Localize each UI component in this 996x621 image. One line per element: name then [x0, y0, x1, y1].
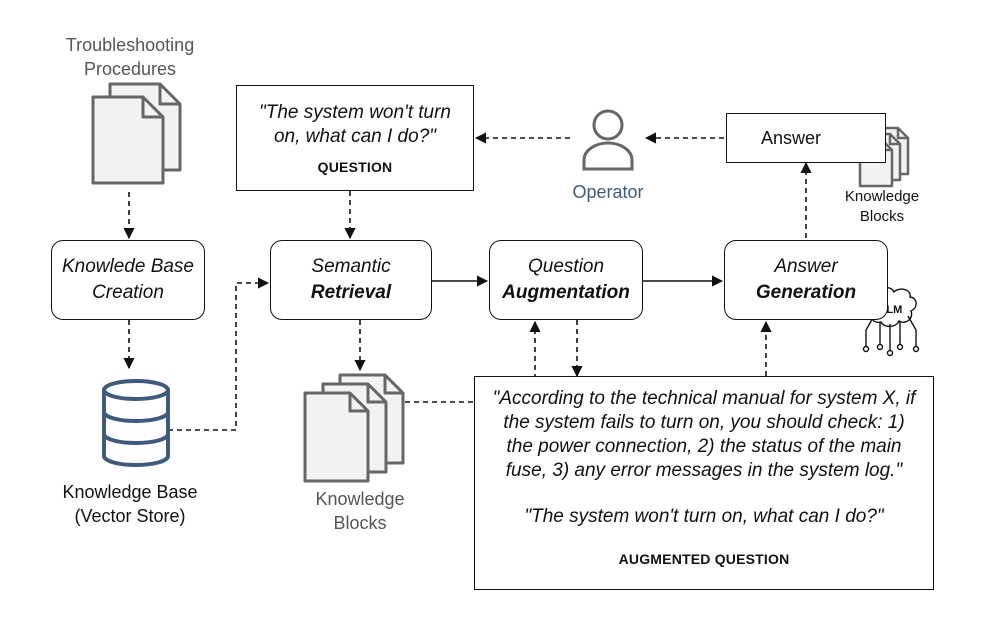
question-caption: QUESTION [317, 159, 393, 175]
semantic-retrieval-step: Semantic Retrieval [270, 240, 432, 320]
procedures-label: Troubleshooting Procedures [40, 33, 220, 81]
step-line: Semantic [311, 256, 391, 277]
knowledge-base-label-line: (Vector Store) [74, 506, 186, 526]
question-text-line: "The system won't turn [259, 102, 451, 123]
procedures-label-line: Procedures [83, 59, 177, 79]
answer-label: Answer [760, 127, 822, 148]
answer-blocks-label-line: Blocks [859, 208, 905, 225]
step-line: Augmentation [502, 282, 630, 303]
answer-generation-step: Answer Generation [724, 240, 888, 320]
question-box: "The system won't turn on, what can I do… [236, 85, 474, 191]
retrieved-knowledge-blocks-icon [303, 373, 405, 483]
augmented-context-line: the system fails to turn on, you should … [503, 412, 905, 433]
step-line: Question [527, 256, 605, 277]
augmented-context-line: "According to the technical manual for s… [492, 388, 916, 409]
answer-blocks-label: Knowledge Blocks [832, 187, 932, 227]
step-line: Answer [774, 256, 838, 277]
kb-creation-step: Knowlede Base Creation [51, 240, 205, 320]
retrieved-blocks-label: Knowledge Blocks [300, 487, 420, 535]
augmented-question-caption: AUGMENTED QUESTION [618, 551, 790, 567]
retrieved-blocks-label-line: Blocks [333, 513, 387, 533]
step-line: Retrieval [310, 282, 392, 303]
question-augmentation-step: Question Augmentation [489, 240, 643, 320]
knowledge-base-database-icon [102, 379, 170, 467]
step-line: Generation [755, 282, 857, 303]
augmented-question-box: "According to the technical manual for s… [474, 376, 934, 590]
answer-box: Answer [726, 113, 886, 163]
procedures-label-line: Troubleshooting [65, 35, 195, 55]
operator-label: Operator [572, 182, 644, 202]
operator-person-icon [582, 109, 634, 171]
procedures-documents-icon [91, 82, 182, 185]
augmented-context-line: the power connection, 2) the status of t… [506, 436, 902, 457]
augmented-question-line: "The system won't turn on, what can I do… [524, 506, 884, 527]
step-line: Knowlede Base [61, 256, 195, 277]
answer-blocks-label-line: Knowledge [844, 188, 920, 205]
knowledge-base-label-line: Knowledge Base [62, 482, 198, 502]
knowledge-base-label: Knowledge Base (Vector Store) [40, 480, 220, 528]
question-text-line: on, what can I do?" [273, 126, 437, 147]
augmented-context-line: fuse, 3) any error messages in the syste… [505, 460, 903, 481]
step-line: Creation [92, 282, 164, 303]
retrieved-blocks-label-line: Knowledge [315, 489, 405, 509]
